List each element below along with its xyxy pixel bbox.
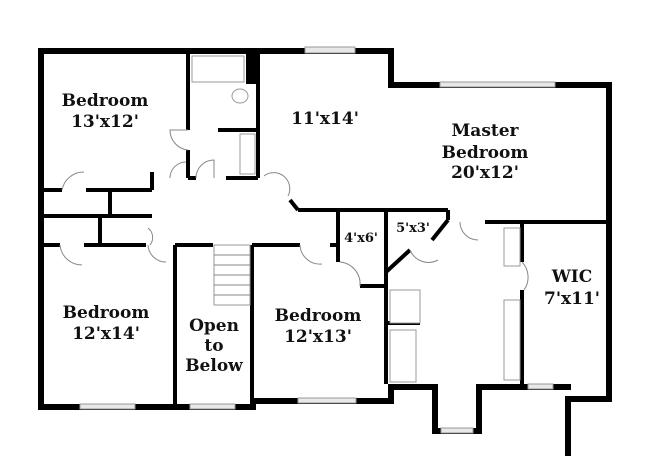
room-label-bedroom-2: Bedroom: [63, 303, 150, 323]
room-size-master: 20'x12': [451, 163, 519, 183]
room-size-wic: 7'x11': [544, 289, 600, 309]
bathtub-icon: [389, 329, 417, 383]
door-swing-icon: [459, 221, 479, 241]
room-size-5x3: 5'x3': [396, 221, 430, 236]
sink-icon: [239, 133, 256, 175]
room-label-master-2: Bedroom: [442, 143, 529, 163]
door-swing-icon: [195, 159, 215, 179]
door-swing-icon: [61, 171, 85, 191]
door-swing-icon: [169, 129, 189, 151]
room-label-below: Below: [185, 356, 243, 376]
sink-icon: [503, 299, 521, 381]
room-size-bedroom-2: 12'x14': [72, 324, 140, 344]
room-label-wic: WIC: [551, 267, 593, 287]
door-swing-icon: [147, 227, 154, 246]
room-size-bedroom-1: 13'x12': [71, 112, 139, 132]
room-label-bedroom-3: Bedroom: [275, 306, 362, 326]
sink-icon: [503, 227, 521, 267]
room-size-11x14: 11'x14': [291, 109, 359, 129]
toilet-icon: [231, 88, 249, 104]
room-size-4x6: 4'x6': [344, 231, 378, 246]
room-label-open: Open: [189, 316, 239, 336]
bathtub-icon: [191, 55, 245, 83]
fixtures: [191, 55, 521, 383]
room-size-bedroom-3: 12'x13': [284, 327, 352, 347]
door-swing-icon: [339, 261, 361, 287]
door-swing-icon: [147, 244, 167, 263]
room-labels: Bedroom 13'x12' 11'x14' Master Bedroom 2…: [62, 91, 600, 376]
shower-icon: [389, 289, 421, 324]
room-label-bedroom-1: Bedroom: [62, 91, 149, 111]
room-label-to: to: [204, 336, 223, 356]
door-swing-icon: [521, 261, 529, 291]
door-swing-icon: [169, 161, 187, 179]
doors: [59, 129, 529, 291]
door-swing-icon: [409, 249, 439, 263]
windows: [79, 46, 556, 434]
room-label-master: Master: [451, 121, 519, 141]
door-swing-icon: [263, 172, 291, 197]
door-swing-icon: [299, 244, 323, 265]
door-swing-icon: [59, 244, 83, 266]
stairs-icon: [213, 244, 251, 306]
